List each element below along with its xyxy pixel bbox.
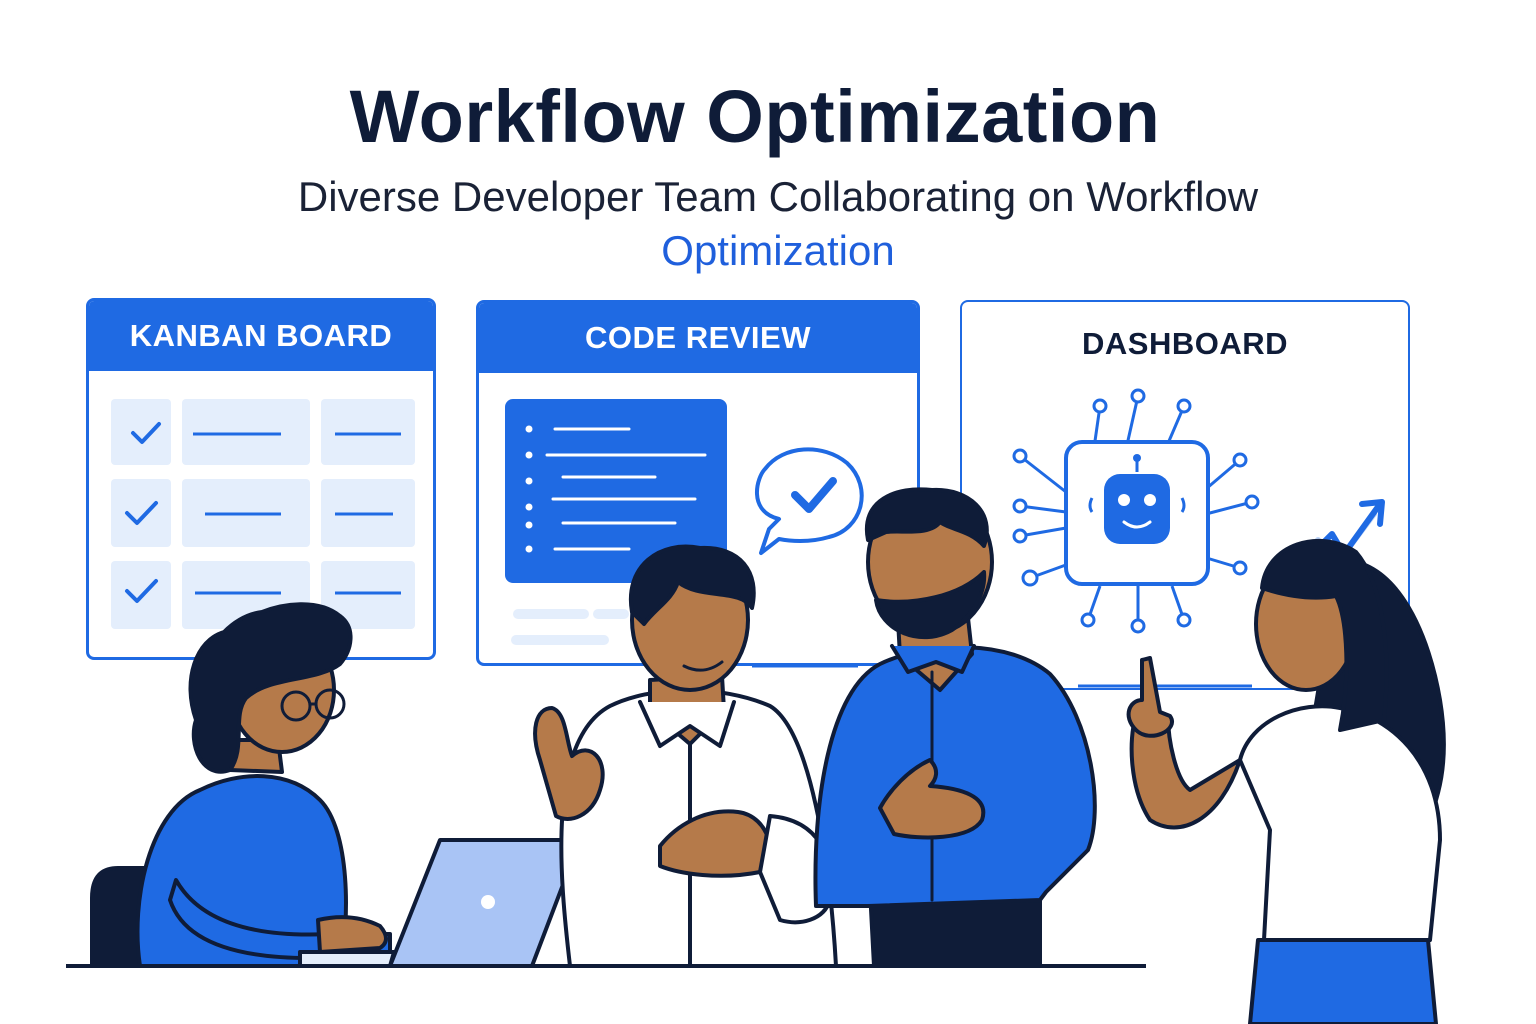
subtitle-line-2: Optimization	[661, 227, 895, 274]
woman-with-glasses-at-laptop	[90, 602, 392, 968]
bearded-man-in-blue-shirt	[813, 487, 1097, 968]
kanban-row	[111, 479, 415, 547]
code-review-title: CODE REVIEW	[479, 303, 917, 373]
woman-pointing-at-dashboard	[1126, 538, 1446, 1024]
kanban-grid	[111, 399, 415, 629]
dashboard-content	[1012, 388, 1385, 634]
dashboard-title: DASHBOARD	[1082, 326, 1288, 361]
man-in-white-shirt	[533, 544, 838, 968]
kanban-row	[111, 399, 415, 465]
subtitle-line-1: Diverse Developer Team Collaborating on …	[297, 173, 1259, 220]
page-title: Workflow Optimization	[349, 75, 1161, 158]
robot-icon	[1088, 454, 1186, 544]
chat-check-icon	[755, 447, 864, 555]
page-subtitle: Diverse Developer Team Collaborating on …	[0, 170, 1536, 278]
code-block	[505, 399, 727, 583]
kanban-board-title: KANBAN BOARD	[89, 301, 433, 371]
check-icon	[131, 422, 161, 444]
code-review-content	[505, 399, 864, 645]
check-icon	[125, 501, 158, 525]
check-icon	[125, 579, 158, 603]
kanban-board-panel: KANBAN BOARD	[86, 298, 436, 660]
